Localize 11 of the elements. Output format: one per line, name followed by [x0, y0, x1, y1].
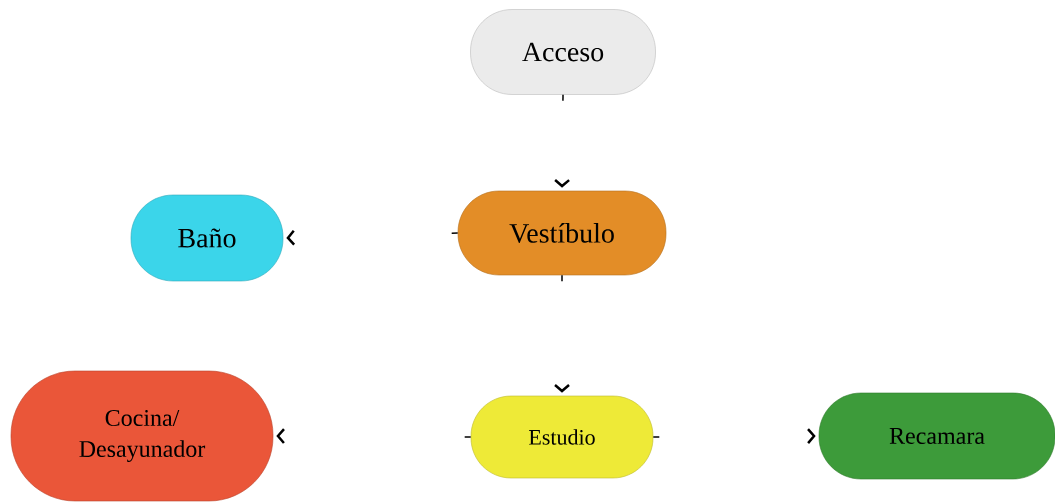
- arrow: [554, 274, 570, 393]
- process-box: Vestíbulo: [457, 190, 667, 276]
- process-box: Recamara: [818, 392, 1055, 480]
- process-box: Baño: [130, 194, 284, 282]
- arrow: [276, 428, 472, 444]
- process-box: Cocina/ Desayunador: [10, 370, 274, 502]
- arrow: [554, 94, 570, 188]
- arrow: [286, 229, 459, 246]
- arrow: [652, 428, 816, 444]
- process-box: Acceso: [470, 9, 656, 95]
- process-box: Estudio: [470, 395, 654, 479]
